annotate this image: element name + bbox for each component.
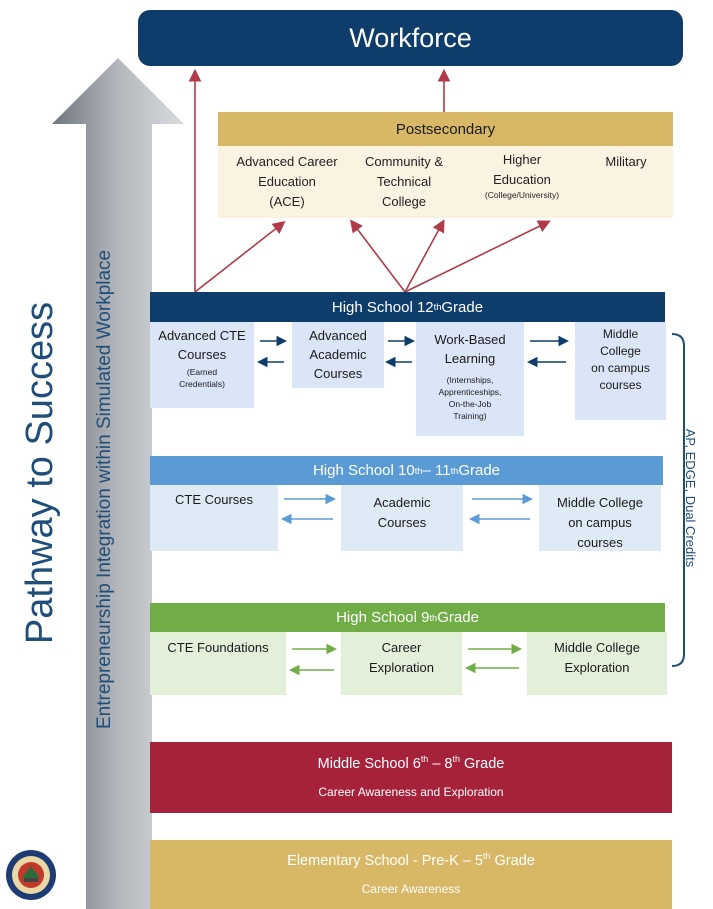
g9-cte-foundations: CTE Foundations bbox=[150, 632, 286, 695]
bracket-label: AP, EDGE, Dual Credits bbox=[683, 428, 698, 568]
g12-advanced-academic: Advanced Academic Courses bbox=[292, 322, 384, 388]
post-item-military: Military bbox=[605, 154, 647, 169]
g12-advanced-cte: Advanced CTE Courses (Earned Credentials… bbox=[150, 322, 254, 408]
elementary-subtitle: Career Awareness bbox=[361, 882, 461, 896]
g12-middle-college: Middle College on campus courses bbox=[575, 322, 666, 420]
pathway-arrow bbox=[52, 58, 184, 909]
middle-school-title: Middle School 6th – 8th Grade bbox=[317, 754, 505, 772]
post-item-community-college: Community & Technical College bbox=[364, 154, 444, 209]
state-seal-icon bbox=[6, 850, 56, 900]
postsecondary-body bbox=[218, 146, 673, 218]
postsecondary-header: Postsecondary bbox=[218, 112, 673, 146]
g9-career-exploration: Career Exploration bbox=[341, 632, 462, 695]
g1011-middle-college: Middle College on campus courses bbox=[539, 485, 661, 551]
middle-school-subtitle: Career Awareness and Exploration bbox=[318, 785, 504, 799]
elementary-band: Elementary School - Pre-K – 5th Grade Ca… bbox=[150, 840, 672, 909]
middle-school-band: Middle School 6th – 8th Grade Career Awa… bbox=[150, 742, 672, 813]
g1011-academic-courses: Academic Courses bbox=[341, 485, 463, 551]
workforce-box: Workforce bbox=[138, 10, 683, 66]
post-item-higher-education: Higher Education (College/University) bbox=[484, 152, 560, 200]
post-item-ace: Advanced Career Education (ACE) bbox=[236, 154, 338, 209]
g1011-cte-courses: CTE Courses bbox=[150, 485, 278, 551]
g9-middle-college-exploration: Middle College Exploration bbox=[527, 632, 667, 695]
elementary-title: Elementary School - Pre-K – 5th Grade bbox=[287, 851, 535, 869]
g12-work-based-learning: Work-Based Learning (Internships, Appren… bbox=[416, 322, 524, 436]
